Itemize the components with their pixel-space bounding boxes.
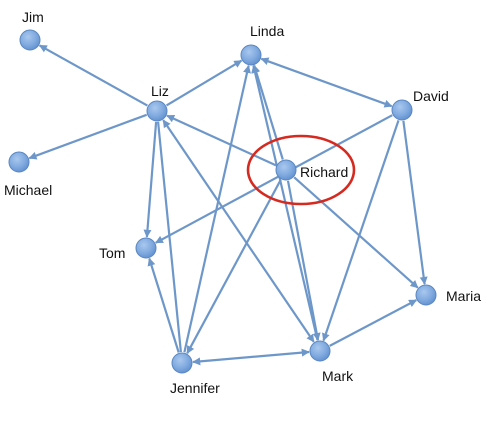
edge-linda-david: [260, 57, 393, 108]
edge-jennifer-tom: [147, 257, 180, 353]
node-label-mark: Mark: [322, 368, 354, 384]
edge-liz-linda: [165, 59, 243, 107]
edge-liz-jim: [38, 44, 148, 107]
node-label-richard: Richard: [300, 164, 348, 180]
node-linda: [240, 44, 262, 66]
node-mark: [309, 340, 331, 362]
node-label-maria: Maria: [446, 288, 481, 304]
edge-david-mark: [322, 120, 400, 342]
nodes-layer: [8, 29, 437, 374]
edge-mark-maria: [329, 299, 418, 347]
edge-richard-maria: [293, 176, 419, 289]
node-label-linda: Linda: [250, 23, 284, 39]
node-label-jennifer: Jennifer: [170, 380, 220, 396]
node-label-michael: Michael: [4, 182, 52, 198]
node-michael: [8, 151, 30, 173]
edge-jennifer-mark: [192, 348, 310, 366]
edge-richard-mark: [286, 180, 321, 341]
node-liz: [146, 100, 168, 122]
edge-liz-tom: [143, 121, 158, 238]
node-maria: [415, 284, 437, 306]
edge-richard-jennifer: [186, 179, 282, 355]
edge-richard-linda: [252, 64, 284, 160]
node-jim: [19, 29, 41, 51]
node-david: [391, 99, 413, 121]
node-richard: [275, 159, 297, 181]
edge-liz-michael: [28, 113, 148, 160]
node-label-tom: Tom: [99, 245, 125, 261]
edge-liz-jennifer: [157, 121, 182, 353]
edge-david-maria: [402, 120, 428, 285]
edge-david-tom: [154, 114, 393, 244]
node-label-david: David: [413, 88, 449, 104]
node-label-liz: Liz: [151, 83, 169, 99]
node-tom: [135, 237, 157, 259]
highlight-ring: [246, 134, 356, 206]
node-label-jim: Jim: [22, 9, 44, 25]
edge-richard-liz: [166, 114, 277, 167]
edge-liz-mark: [162, 119, 315, 343]
edges-layer: [28, 44, 428, 366]
node-jennifer: [171, 352, 193, 374]
